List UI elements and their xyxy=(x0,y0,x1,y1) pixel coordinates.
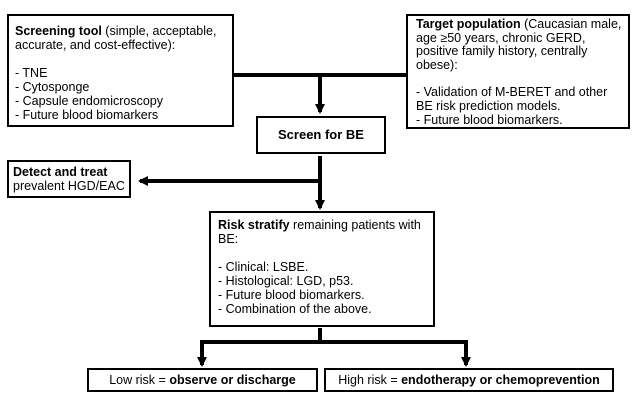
screen-for-be-box: Screen for BE xyxy=(256,116,386,154)
screening-tool-title: Screening tool (simple, acceptable, accu… xyxy=(15,24,226,52)
list-item: - Clinical: LSBE. xyxy=(218,260,309,274)
screening-tool-heading: Screening tool xyxy=(15,24,102,38)
screen-for-be-label: Screen for BE xyxy=(278,127,364,142)
screening-tool-list: - TNE - Cytosponge - Capsule endomicrosc… xyxy=(15,66,226,122)
list-item: - Future blood biomarkers. xyxy=(218,288,365,302)
risk-stratify-box: Risk stratify remaining patients with BE… xyxy=(209,211,435,327)
low-risk-box: Low risk = observe or discharge xyxy=(87,368,318,392)
target-population-title: Target population (Caucasian male, age ≥… xyxy=(416,17,622,72)
high-risk-prefix: High risk = xyxy=(338,373,402,387)
risk-stratify-title: Risk stratify remaining patients with BE… xyxy=(218,218,427,246)
list-item: - Capsule endomicroscopy xyxy=(15,94,163,108)
detect-heading: Detect and treat xyxy=(13,165,108,179)
list-item: - Histological: LGD, p53. xyxy=(218,274,354,288)
detect-desc: prevalent HGD/EAC xyxy=(13,179,125,193)
risk-stratify-list: - Clinical: LSBE. - Histological: LGD, p… xyxy=(218,260,427,316)
high-risk-action: endotherapy or chemoprevention xyxy=(401,373,600,387)
detect-and-treat-box: Detect and treat prevalent HGD/EAC xyxy=(7,160,131,198)
list-item: - TNE xyxy=(15,66,48,80)
target-population-box: Target population (Caucasian male, age ≥… xyxy=(406,14,630,129)
target-population-desc: (Caucasian male, age ≥50 years, chronic … xyxy=(416,17,622,72)
list-item: - Future blood biomarkers xyxy=(15,108,159,122)
screening-tool-box: Screening tool (simple, acceptable, accu… xyxy=(7,14,234,127)
target-population-list: - Validation of M-BERET and other BE ris… xyxy=(416,86,622,127)
target-population-heading: Target population xyxy=(416,17,521,31)
risk-stratify-desc: remaining patients with BE: xyxy=(218,218,421,246)
low-risk-action: observe or discharge xyxy=(169,373,296,387)
low-risk-prefix: Low risk = xyxy=(109,373,170,387)
high-risk-box: High risk = endotherapy or chemopreventi… xyxy=(324,368,614,392)
list-item: - Cytosponge xyxy=(15,80,90,94)
list-item: - Combination of the above. xyxy=(218,302,372,316)
list-item: - Validation of M-BERET and other BE ris… xyxy=(416,85,608,113)
screening-tool-desc: (simple, acceptable, accurate, and cost-… xyxy=(15,24,217,52)
list-item: - Future blood biomarkers. xyxy=(416,112,563,127)
risk-stratify-heading: Risk stratify xyxy=(218,218,290,232)
